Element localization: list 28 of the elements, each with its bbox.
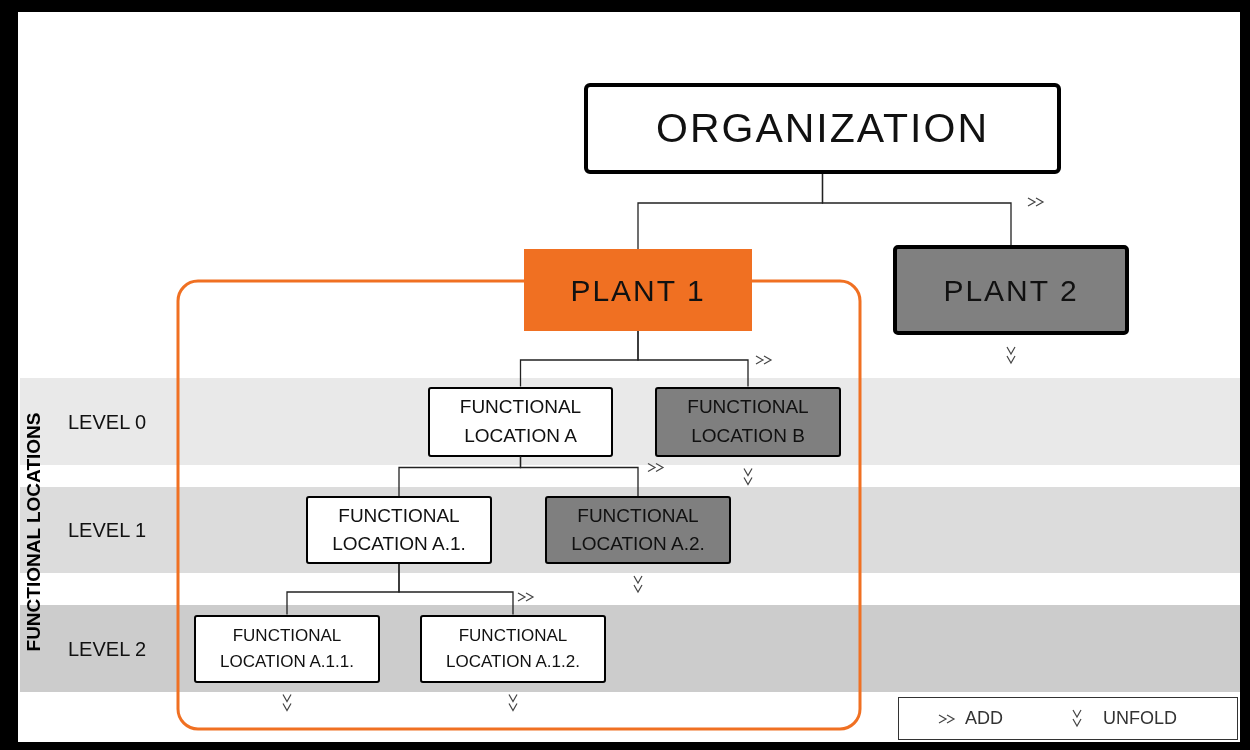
- plant-box: [524, 249, 752, 331]
- connector-line: [637, 330, 749, 388]
- level-label: LEVEL 0: [68, 409, 147, 435]
- legend-label: ADD: [965, 708, 1003, 729]
- connector-line: [398, 563, 514, 616]
- axis-title: FUNCTIONAL LOCATIONS: [22, 411, 45, 654]
- node-text: FUNCTIONAL LOCATION A.1.1.: [219, 625, 355, 673]
- node-title: PLANT 2: [943, 272, 1079, 309]
- location-box: [545, 496, 731, 564]
- node-text: FUNCTIONAL LOCATION A: [458, 395, 583, 448]
- legend-label: UNFOLD: [1103, 708, 1177, 729]
- location-box: [428, 386, 613, 457]
- plant-box: [893, 245, 1129, 335]
- location-box: [420, 614, 606, 683]
- level-label: LEVEL 2: [68, 636, 147, 662]
- organization-box: [584, 83, 1061, 174]
- location-box: [655, 386, 841, 457]
- node-text: FUNCTIONAL LOCATION B: [686, 395, 810, 448]
- node-title: ORGANIZATION: [656, 103, 989, 153]
- node-text: FUNCTIONAL LOCATION A.2.: [570, 503, 706, 556]
- node-title: PLANT 1: [570, 272, 706, 309]
- connector-line: [519, 455, 639, 497]
- location-box: [194, 614, 380, 683]
- node-text: FUNCTIONAL LOCATION A.1.2.: [445, 625, 581, 673]
- location-box: [306, 496, 492, 564]
- node-text: FUNCTIONAL LOCATION A.1.: [331, 503, 467, 556]
- level-label: LEVEL 1: [68, 518, 147, 543]
- connector-line: [821, 173, 1012, 246]
